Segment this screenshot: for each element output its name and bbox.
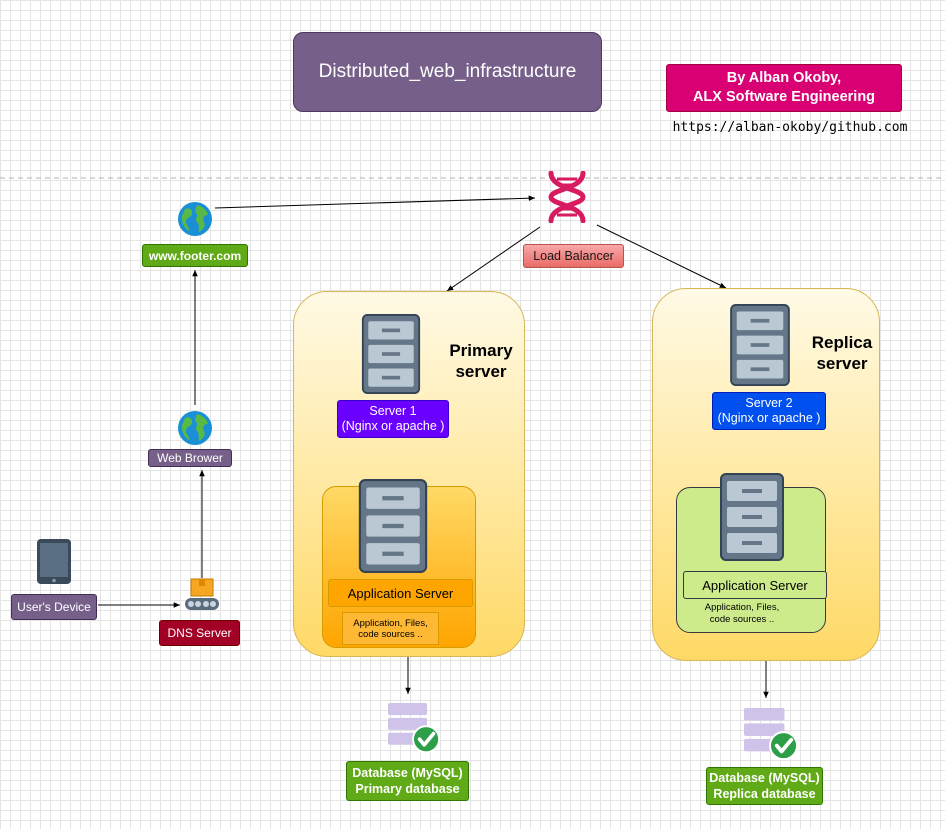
globe-icon: [177, 410, 213, 446]
server2-name: Server 2: [745, 396, 793, 410]
user-device-label: User's Device: [11, 594, 97, 620]
author-org: ALX Software Engineering: [692, 89, 876, 105]
lb-to-primary-arrow: [446, 226, 541, 292]
server2-software: (Nginx or apache ): [717, 411, 821, 425]
server-icon: [720, 473, 784, 561]
author-name: By Alban Okoby,: [726, 70, 842, 86]
replica-app-description: Application, Files, code sources ..: [700, 602, 784, 628]
primary-title-line2: server: [455, 362, 507, 381]
server1-name: Server 1: [369, 404, 417, 418]
server1-label: Server 1 (Nginx or apache ): [337, 400, 449, 438]
primary-app-desc-line1: Application, Files,: [353, 617, 428, 629]
server-icon: [358, 479, 428, 573]
server-icon: [361, 314, 421, 394]
database-check-icon: [386, 703, 442, 755]
primary-db-type: Database (MySQL): [352, 766, 463, 780]
database-check-icon: [742, 708, 800, 762]
replica-title-line2: server: [816, 354, 868, 373]
author-badge: By Alban Okoby, ALX Software Engineering: [666, 64, 902, 112]
replica-db-role: Replica database: [713, 787, 816, 801]
primary-app-description: Application, Files, code sources ..: [342, 612, 439, 645]
replica-title-line1: Replica: [811, 333, 873, 352]
replica-app-desc-line1: Application, Files,: [704, 602, 780, 613]
dns-server-label: DNS Server: [159, 620, 240, 646]
diagram-title: Distributed_web_infrastructure: [293, 32, 602, 112]
server-icon: [730, 304, 790, 386]
dna-icon: [548, 171, 586, 223]
replica-database-label: Database (MySQL) Replica database: [706, 767, 823, 805]
primary-app-server-label: Application Server: [328, 579, 473, 607]
globe-icon: [177, 201, 213, 237]
primary-server-title: Primary server: [436, 340, 526, 382]
server1-software: (Nginx or apache ): [341, 419, 445, 433]
web-browser-label: Web Brower: [148, 449, 232, 467]
author-url: https://alban-okoby/github.com: [672, 120, 908, 135]
primary-title-line1: Primary: [449, 341, 513, 360]
replica-db-type: Database (MySQL): [709, 771, 820, 785]
replica-app-server-label: Application Server: [683, 571, 827, 599]
domain-to-lb-arrow: [214, 195, 536, 209]
replica-app-desc-line2: code sources ..: [709, 614, 775, 625]
conveyor-box-icon: [185, 578, 219, 610]
domain-label: www.footer.com: [142, 244, 248, 267]
primary-app-desc-line2: code sources ..: [358, 628, 423, 640]
server2-label: Server 2 (Nginx or apache ): [712, 392, 826, 430]
primary-db-role: Primary database: [355, 782, 460, 796]
tablet-icon: [37, 539, 71, 584]
primary-database-label: Database (MySQL) Primary database: [346, 761, 469, 801]
replica-server-title: Replica server: [797, 332, 887, 374]
lb-to-replica-arrow: [596, 224, 727, 289]
load-balancer-label: Load Balancer: [523, 244, 624, 268]
